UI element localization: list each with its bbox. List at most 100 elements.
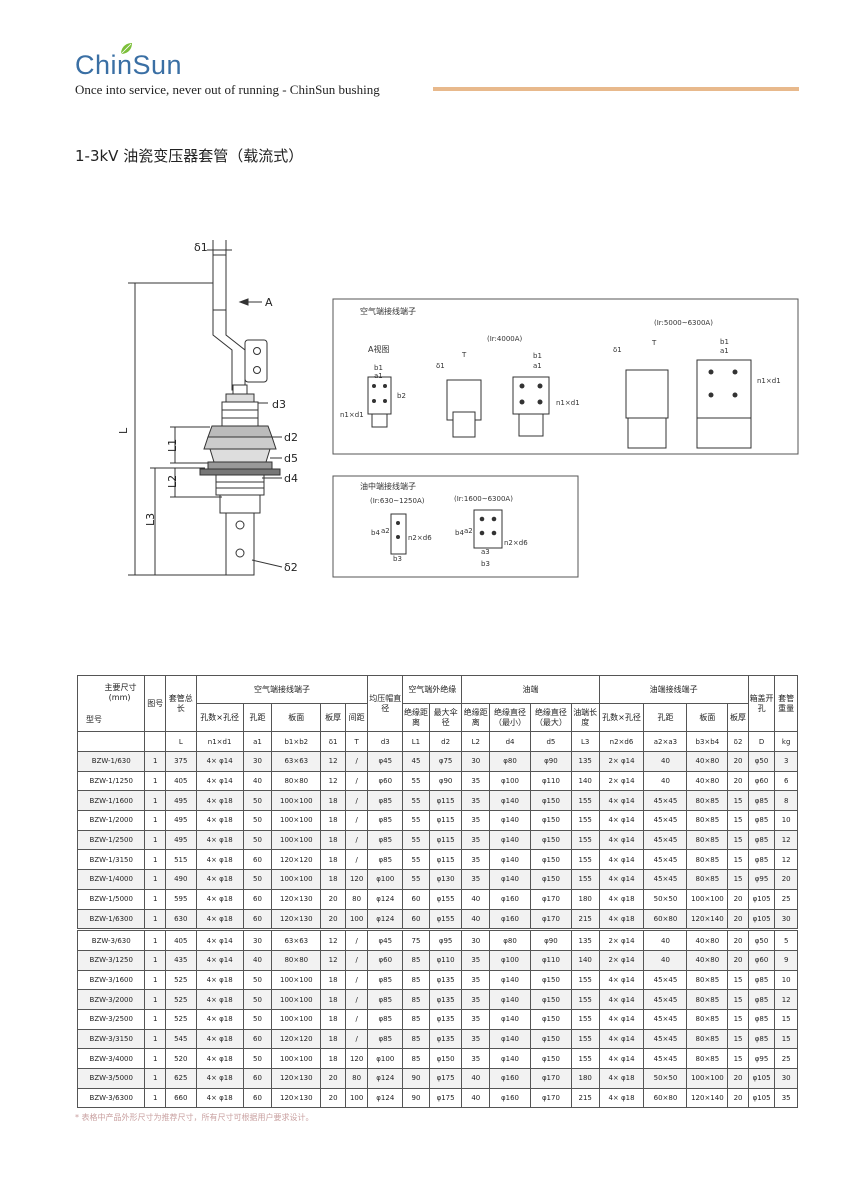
- table-cell: φ150: [529, 1048, 572, 1069]
- table-cell: 100×100: [271, 1048, 322, 1069]
- table-cell: φ150: [428, 1048, 463, 1069]
- leaf-icon: [120, 43, 132, 55]
- table-cell: 1: [144, 1048, 166, 1069]
- table-cell: 1: [144, 849, 166, 871]
- table-cell: φ135: [428, 1028, 463, 1050]
- model-cell: BZW-1/6300: [76, 908, 146, 931]
- table-cell: 30: [774, 1068, 798, 1089]
- air-label-T: T: [461, 351, 467, 359]
- table-cell: 9: [774, 949, 798, 971]
- table-cell: 80×80: [271, 770, 322, 792]
- spec-table-wrapper: 主要尺寸 (mm) 型号 图号 套管总长 空气端接线端子 均压帽直径 空气端外绝…: [76, 675, 798, 1109]
- table-cell: 45×45: [643, 1048, 688, 1069]
- table-cell: 18: [320, 869, 346, 890]
- table-cell: 4× φ14: [598, 989, 645, 1010]
- table-cell: 18: [320, 849, 346, 871]
- table-cell: 50: [242, 869, 273, 890]
- label-arrow-a: A: [265, 296, 273, 309]
- air-label-a1-4000: a1: [533, 362, 542, 370]
- table-cell: 80×80: [271, 949, 322, 971]
- table-cell: 50: [242, 969, 273, 991]
- table-cell: 40: [242, 770, 273, 792]
- table-cell: 4× φ18: [598, 888, 645, 910]
- label-delta2: δ2: [284, 561, 298, 574]
- table-cell: φ85: [367, 790, 404, 812]
- table-cell: φ140: [489, 790, 531, 812]
- model-cell: BZW-3/5000: [76, 1068, 146, 1089]
- table-cell: 80×85: [686, 869, 729, 890]
- table-cell: 18: [320, 1008, 346, 1030]
- table-cell: 120×140: [686, 908, 729, 931]
- table-cell: φ150: [529, 1028, 572, 1050]
- table-cell: 30: [242, 751, 273, 772]
- table-cell: 60×80: [643, 908, 688, 931]
- oil-panel-caption: 油中端接线端子: [360, 481, 416, 491]
- table-cell: 75: [402, 928, 430, 951]
- table-cell: 1: [144, 928, 166, 951]
- table-cell: 120×130: [271, 908, 322, 931]
- table-cell: 1: [144, 969, 166, 991]
- table-cell: 4× φ18: [195, 1068, 244, 1089]
- table-cell: φ140: [489, 1048, 531, 1069]
- group-oil-end: 油端: [461, 675, 600, 704]
- table-cell: 18: [320, 810, 346, 831]
- page-title: 1-3kV 油瓷变压器套管（载流式）: [75, 147, 304, 165]
- table-cell: 80×85: [686, 1008, 729, 1030]
- table-cell: 45: [402, 751, 430, 772]
- col-total-length: 套管总长: [164, 675, 197, 732]
- symbol-cell: L3: [570, 731, 600, 752]
- table-cell: 15: [727, 1008, 749, 1030]
- label-L: L: [117, 427, 130, 434]
- table-cell: 155: [570, 810, 600, 831]
- table-cell: φ85: [367, 810, 404, 831]
- table-cell: 20: [727, 949, 749, 971]
- table-cell: 25: [774, 1048, 798, 1069]
- table-cell: 140: [570, 949, 600, 971]
- table-cell: 35: [461, 949, 491, 971]
- table-cell: 20: [320, 1068, 346, 1089]
- table-cell: φ140: [489, 969, 531, 991]
- table-cell: φ110: [529, 770, 572, 792]
- table-cell: 15: [727, 969, 749, 991]
- symbol-cell: d4: [489, 731, 531, 752]
- table-cell: 4× φ14: [598, 810, 645, 831]
- table-cell: 50: [242, 989, 273, 1010]
- table-cell: φ170: [529, 888, 572, 910]
- symbol-cell: n1×d1: [195, 731, 244, 752]
- oil-label-n2d6: n2×d6: [408, 534, 432, 542]
- table-cell: 1: [144, 1068, 166, 1089]
- table-cell: 4× φ18: [195, 869, 244, 890]
- table-cell: 4× φ18: [598, 908, 645, 931]
- table-cell: /: [344, 1028, 369, 1050]
- oil-ir-1250: (Ir:630~1250A): [370, 497, 425, 505]
- table-cell: φ105: [747, 908, 776, 931]
- symbol-cell: d3: [367, 731, 404, 752]
- table-cell: 35: [461, 969, 491, 991]
- table-cell: /: [344, 810, 369, 831]
- table-cell: 45×45: [643, 790, 688, 812]
- table-cell: 45×45: [643, 1028, 688, 1050]
- table-cell: 80×85: [686, 989, 729, 1010]
- table-cell: 100×100: [271, 969, 322, 991]
- table-cell: φ110: [529, 949, 572, 971]
- table-cell: 155: [570, 790, 600, 812]
- table-cell: 495: [164, 790, 197, 812]
- table-cell: φ124: [367, 1068, 404, 1089]
- col-cover-hole: 箱盖开孔: [747, 675, 776, 732]
- sub-pitch-air: 孔距: [242, 703, 273, 732]
- table-cell: 80×85: [686, 1048, 729, 1069]
- table-cell: 100: [344, 908, 369, 931]
- table-cell: 35: [461, 810, 491, 831]
- table-cell: 1: [144, 989, 166, 1010]
- table-cell: φ90: [428, 770, 463, 792]
- table-cell: φ150: [529, 849, 572, 871]
- table-cell: φ115: [428, 849, 463, 871]
- table-cell: 63×63: [271, 751, 322, 772]
- table-cell: 15: [727, 869, 749, 890]
- table-cell: φ105: [747, 1068, 776, 1089]
- table-cell: 180: [570, 888, 600, 910]
- table-cell: 15: [727, 989, 749, 1010]
- table-cell: φ45: [367, 928, 404, 951]
